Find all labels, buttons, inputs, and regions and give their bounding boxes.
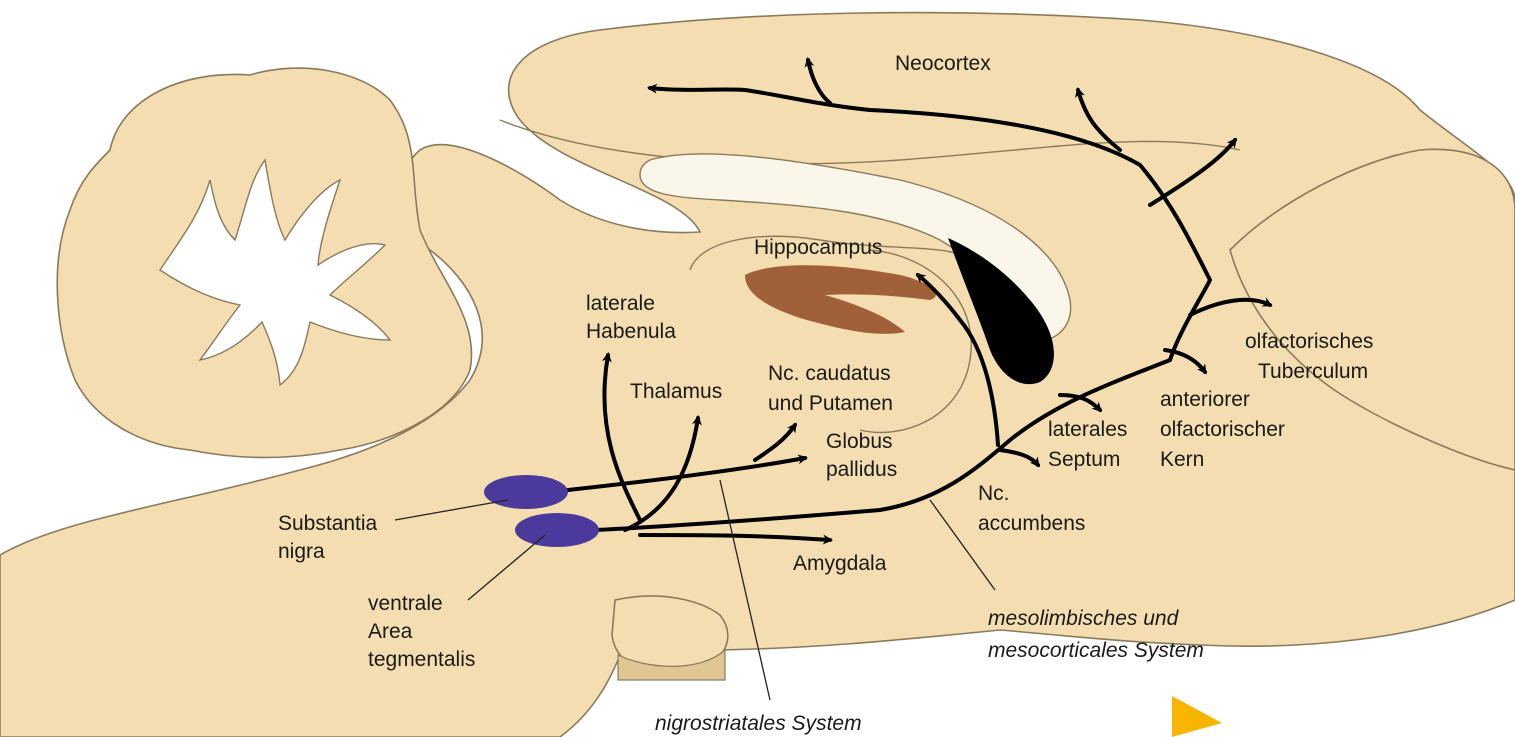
label-hippocampus: Hippocampus — [754, 236, 882, 259]
label-aok-2: olfactorischer — [1160, 418, 1285, 441]
label-mesolimbic-2: mesocorticales System — [988, 639, 1204, 662]
label-accumbens-2: accumbens — [978, 512, 1085, 535]
label-septum-2: Septum — [1048, 448, 1120, 471]
substantia-nigra-nucleus — [484, 475, 568, 509]
label-septum-1: laterales — [1048, 418, 1127, 441]
label-vta-1: ventrale — [368, 592, 443, 615]
label-aok-3: Kern — [1160, 448, 1204, 471]
label-neocortex: Neocortex — [895, 52, 991, 75]
label-accumbens-1: Nc. — [978, 482, 1010, 505]
label-substantia-1: Substantia — [278, 512, 378, 535]
label-globus-1: Globus — [826, 430, 893, 453]
label-lateral-habenula-1: laterale — [586, 292, 655, 315]
play-marker-icon[interactable] — [1172, 696, 1222, 737]
label-caudate-1: Nc. caudatus — [768, 362, 891, 385]
label-tubercle-2: Tuberculum — [1258, 360, 1368, 383]
label-nigrostriatal: nigrostriatales System — [655, 712, 862, 735]
label-mesolimbic-1: mesolimbisches und — [988, 607, 1180, 630]
label-thalamus: Thalamus — [630, 380, 722, 403]
label-amygdala: Amygdala — [793, 552, 887, 575]
label-lateral-habenula-2: Habenula — [586, 320, 676, 343]
label-substantia-2: nigra — [278, 540, 325, 563]
label-vta-2: Area — [368, 620, 413, 643]
label-caudate-2: und Putamen — [768, 392, 893, 415]
label-vta-3: tegmentalis — [368, 648, 475, 671]
label-globus-2: pallidus — [826, 458, 897, 481]
label-aok-1: anteriorer — [1160, 388, 1250, 411]
vta-nucleus — [515, 513, 599, 547]
label-tubercle-1: olfactorisches — [1245, 330, 1373, 353]
